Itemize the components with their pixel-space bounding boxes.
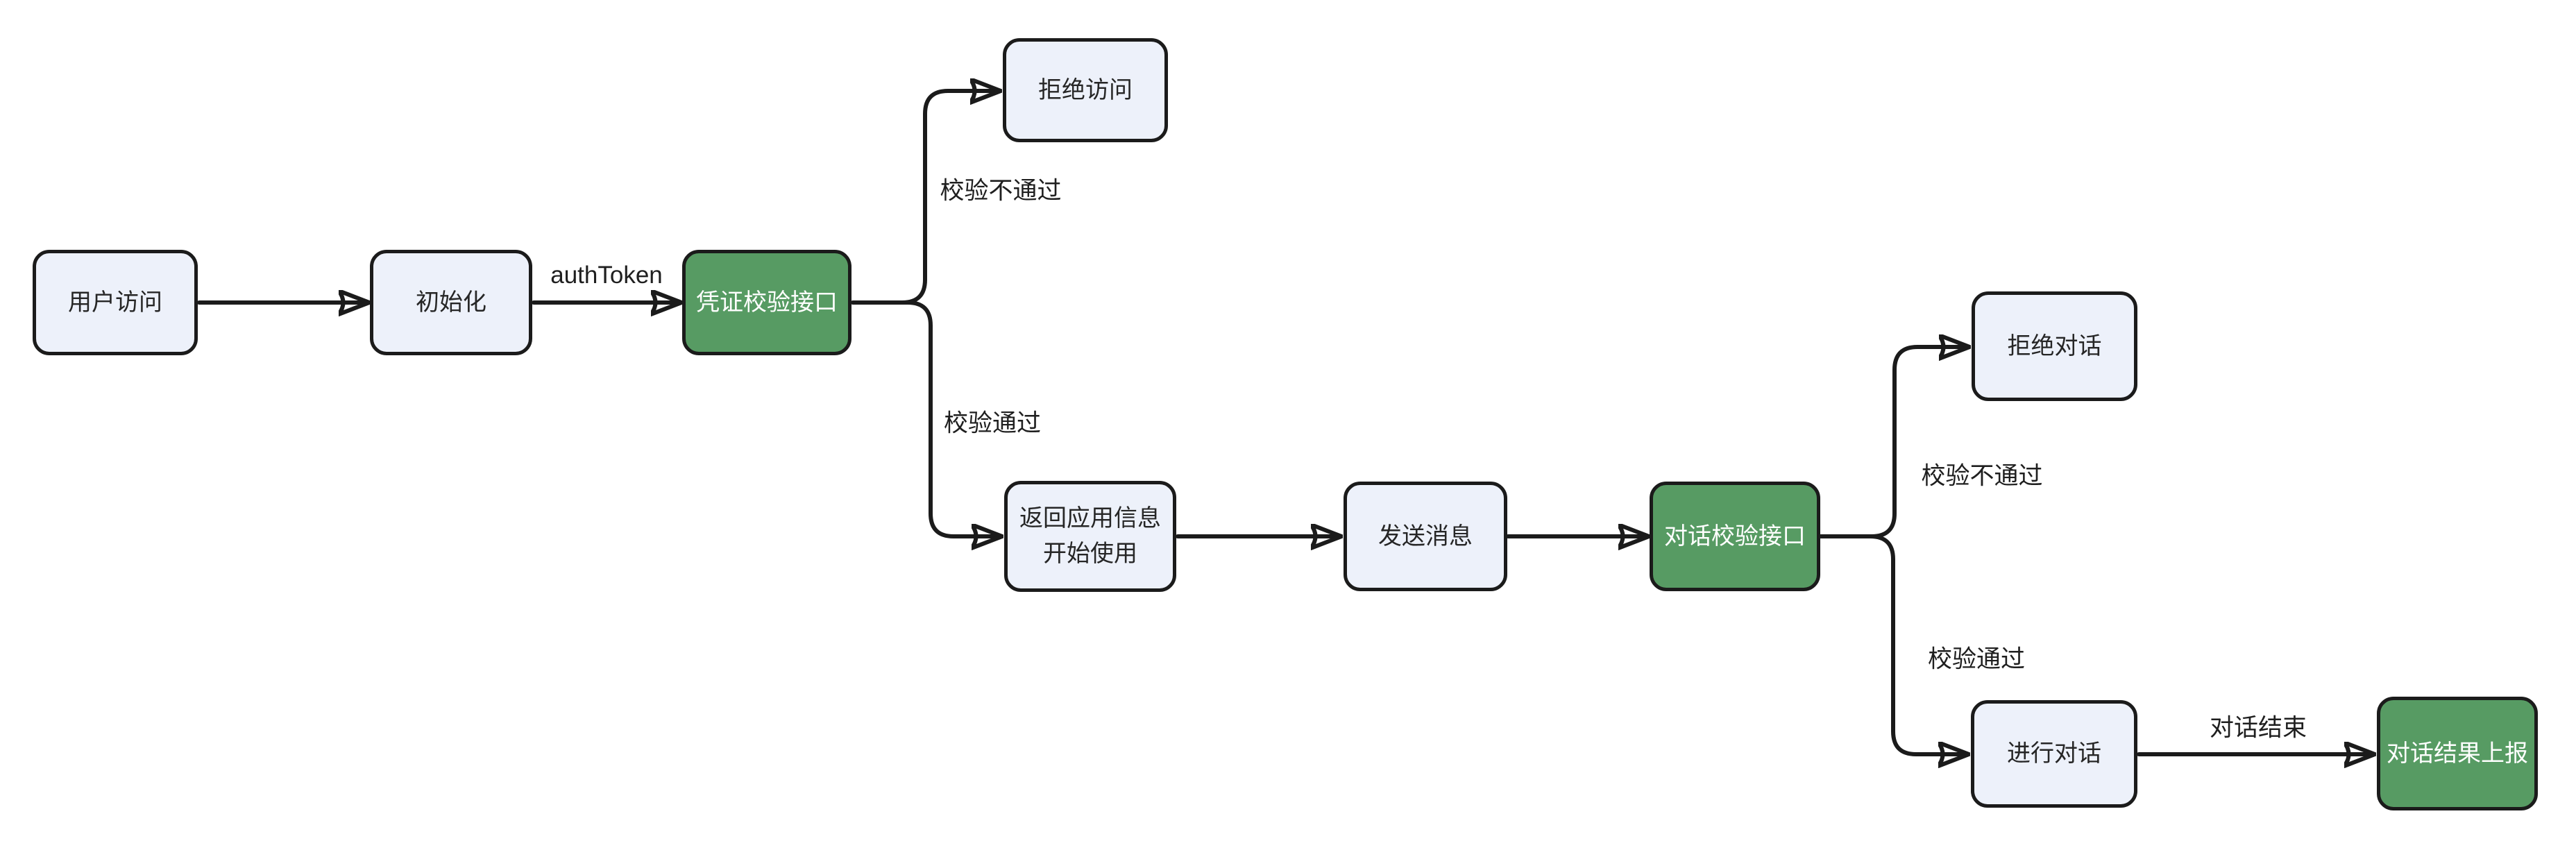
edge-label-check-fail-2: 校验不通过 (1921, 462, 2043, 490)
node-user-visit: 用户访问 (33, 250, 198, 355)
edge-label-authtoken: authToken (550, 262, 663, 289)
node-credential-check-api: 凭证校验接口 (682, 250, 851, 355)
node-return-app-info: 返回应用信息 开始使用 (1004, 481, 1176, 592)
edge-dialog-check-to-deny-dialog (1819, 347, 1967, 538)
node-deny-dialog: 拒绝对话 (1972, 291, 2137, 401)
edge-label-check-pass-2: 校验通过 (1927, 645, 2026, 673)
node-send-message: 发送消息 (1344, 482, 1507, 591)
edge-dialog-check-to-do-dialog (1819, 534, 1966, 754)
node-dialog-result-report: 对话结果上报 (2377, 697, 2538, 810)
edge-label-dialog-end: 对话结束 (2209, 714, 2307, 742)
edge-label-check-pass-1: 校验通过 (943, 409, 1042, 437)
edge-label-check-fail-1: 校验不通过 (940, 177, 1062, 205)
edge-credential-check-to-return-app-info (851, 300, 999, 536)
node-dialog-check-api: 对话校验接口 (1650, 482, 1820, 591)
node-do-dialog: 进行对话 (1971, 700, 2137, 808)
node-deny-access: 拒绝访问 (1003, 38, 1168, 142)
node-init: 初始化 (370, 250, 532, 355)
